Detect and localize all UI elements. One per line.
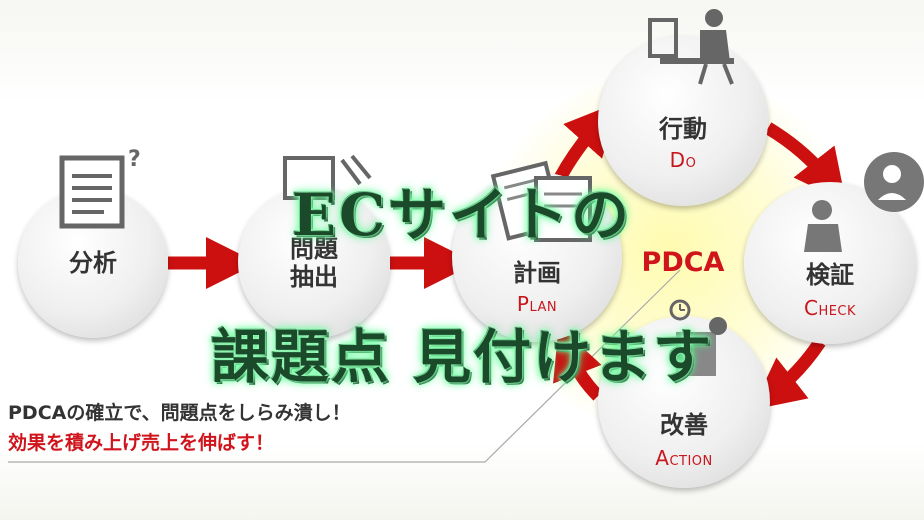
node-do: 行動 DO [598,36,768,206]
pdca-center-label: PDCA [641,247,725,278]
node-plan-label: 計画 [513,259,561,287]
arrow-action-to-plan [553,325,603,401]
node-plan: 計画 PLAN [452,172,622,342]
node-check-sub: CHECK [803,296,857,320]
node-action-label: 改善 [660,411,708,439]
node-problem-label-2: 抽出 [290,263,338,291]
node-do-sub: DO [669,148,697,172]
node-analysis-label: 分析 [69,249,117,277]
caption-line-1: PDCAの確立で、問題点をしらみ潰し！ [8,402,351,424]
node-plan-sub: PLAN [516,292,558,316]
overlay-title-line-1: ECサイトの [291,181,633,249]
svg-text:?: ? [128,147,141,172]
node-problem: 問題 抽出 [238,186,390,338]
overlay-title-line-2: 課題点 見付けます [210,323,714,391]
arrow-plan-to-do [554,102,618,182]
caption-leader-line [8,269,681,463]
node-check-label: 検証 [806,261,854,289]
node-do-label: 行動 [659,115,707,143]
arrow-check-to-action [751,338,826,411]
node-action-sub: ACTION [655,446,713,470]
caption-line-2: 効果を積み上げ売上を伸ばす！ [8,432,275,454]
arrow-do-to-check [764,122,847,203]
node-problem-label-1: 問題 [290,235,338,263]
